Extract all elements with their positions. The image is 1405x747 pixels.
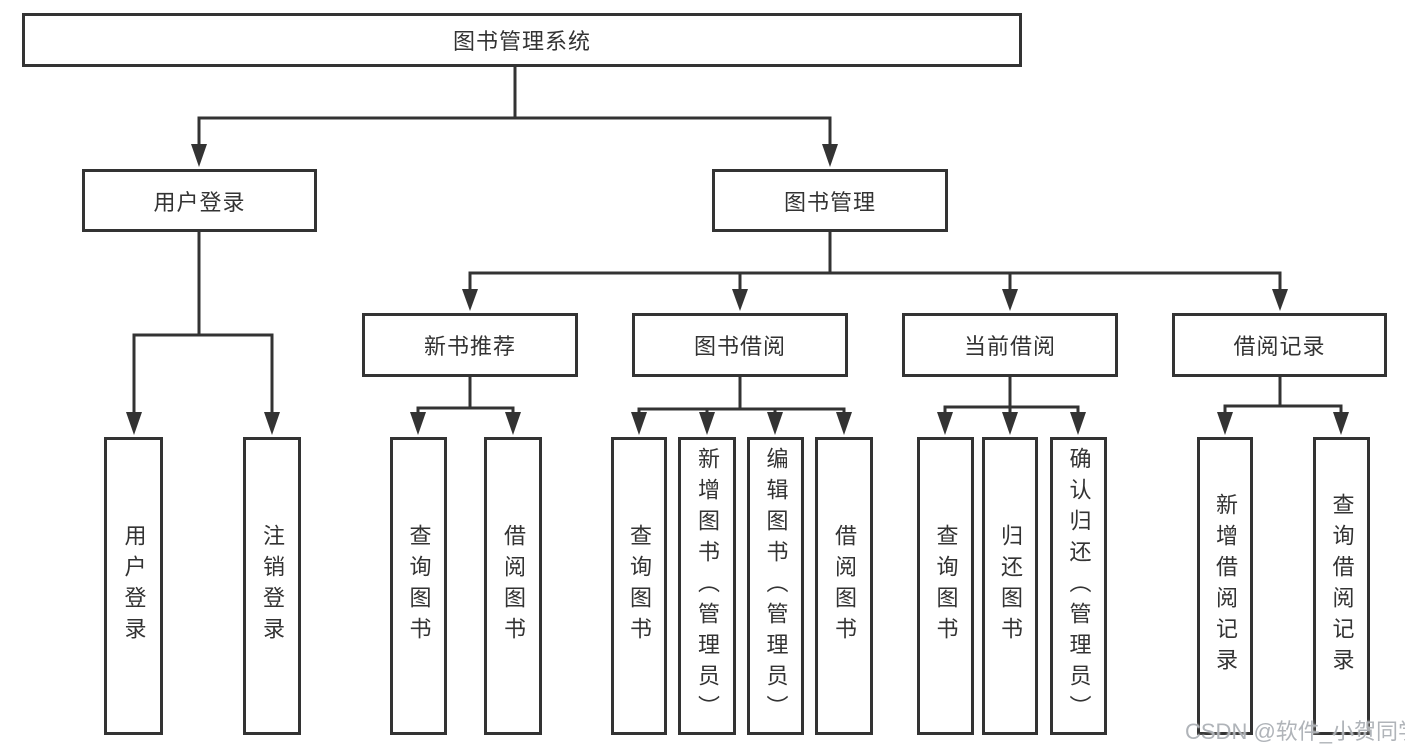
leaf-label: 查询借阅记录 bbox=[1329, 493, 1355, 679]
leaf-label: 借阅图书 bbox=[832, 524, 857, 648]
leaf-label: 归还图书 bbox=[998, 524, 1023, 648]
leaf-label: 确认归还（管理员） bbox=[1066, 446, 1092, 726]
arrowhead-icon bbox=[1070, 412, 1086, 435]
arrowhead-icon bbox=[822, 144, 838, 167]
leaf-logout: 注销登录 bbox=[243, 437, 301, 735]
arrowhead-icon bbox=[1333, 412, 1349, 435]
leaf-newbooks-query-books: 查询图书 bbox=[390, 437, 447, 735]
leaf-label: 用户登录 bbox=[121, 524, 147, 648]
arrowhead-icon bbox=[1217, 412, 1233, 435]
leaf-label: 查询图书 bbox=[627, 524, 652, 648]
arrowhead-icon bbox=[264, 412, 280, 435]
leaf-label: 新增图书（管理员） bbox=[695, 446, 720, 726]
arrowhead-icon bbox=[836, 412, 852, 435]
arrowhead-icon bbox=[410, 412, 426, 435]
arrowhead-icon bbox=[699, 412, 715, 435]
leaf-label: 查询图书 bbox=[933, 524, 959, 648]
leaf-current-return-books: 归还图书 bbox=[982, 437, 1038, 735]
arrowhead-icon bbox=[1002, 289, 1018, 311]
leaf-records-add-record: 新增借阅记录 bbox=[1197, 437, 1253, 735]
csdn-watermark: CSDN @软件_小贺同学 bbox=[1185, 719, 1405, 744]
leaf-newbooks-borrow-books: 借阅图书 bbox=[484, 437, 542, 735]
leaf-label: 借阅图书 bbox=[501, 524, 526, 648]
leaf-borrowing-add-books-admin: 新增图书（管理员） bbox=[678, 437, 736, 735]
arrowhead-icon bbox=[631, 412, 647, 435]
node-current-borrowing: 当前借阅 bbox=[902, 313, 1118, 377]
arrowhead-icon bbox=[1002, 412, 1018, 435]
arrowhead-icon bbox=[937, 412, 953, 435]
leaf-records-query-record: 查询借阅记录 bbox=[1313, 437, 1370, 735]
node-user-login: 用户登录 bbox=[82, 169, 317, 232]
arrowhead-icon bbox=[505, 412, 521, 435]
leaf-borrowing-borrow-books: 借阅图书 bbox=[815, 437, 873, 735]
leaf-label: 新增借阅记录 bbox=[1213, 493, 1238, 679]
arrowhead-icon bbox=[191, 144, 207, 167]
leaf-current-confirm-return-admin: 确认归还（管理员） bbox=[1050, 437, 1107, 735]
node-borrowing-records: 借阅记录 bbox=[1172, 313, 1387, 377]
arrowhead-icon bbox=[767, 412, 783, 435]
node-book-borrowing: 图书借阅 bbox=[632, 313, 848, 377]
arrowhead-icon bbox=[462, 289, 478, 311]
leaf-label: 注销登录 bbox=[260, 524, 285, 648]
arrowhead-icon bbox=[1272, 289, 1288, 311]
leaf-borrowing-edit-books-admin: 编辑图书（管理员） bbox=[747, 437, 804, 735]
leaf-label: 查询图书 bbox=[406, 524, 432, 648]
leaf-user-login: 用户登录 bbox=[104, 437, 163, 735]
leaf-current-query-books: 查询图书 bbox=[917, 437, 974, 735]
leaf-borrowing-query-books: 查询图书 bbox=[611, 437, 667, 735]
arrowhead-icon bbox=[732, 289, 748, 311]
node-new-book-recommend: 新书推荐 bbox=[362, 313, 578, 377]
arrowhead-icon bbox=[126, 412, 142, 435]
leaf-label: 编辑图书（管理员） bbox=[763, 446, 789, 726]
node-book-management: 图书管理 bbox=[712, 169, 948, 232]
node-library-system: 图书管理系统 bbox=[22, 13, 1022, 67]
